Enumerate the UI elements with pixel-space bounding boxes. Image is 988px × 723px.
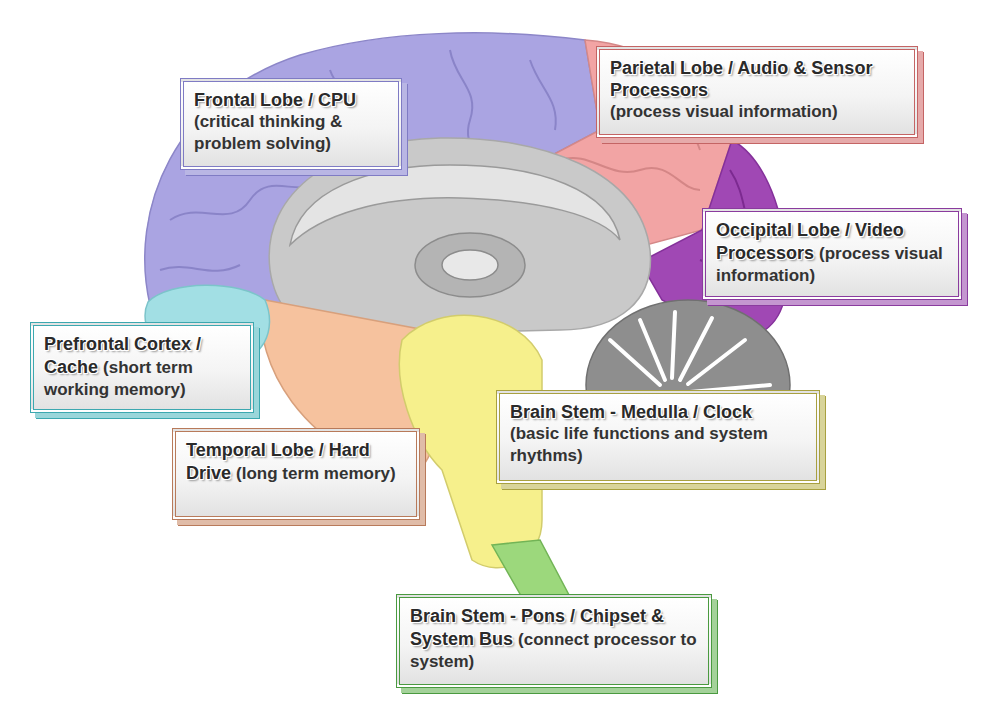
box-heading: Brain Stem - Medulla / Clock [510, 401, 806, 423]
box-description: (process visual information) [610, 102, 838, 121]
box-description: (basic life functions and system rhythms… [510, 424, 768, 465]
gyrus-line [530, 60, 556, 130]
label-box: Temporal Lobe / Hard Drive(long term mem… [172, 428, 420, 520]
box-heading: Parietal Lobe / Audio & Sensor Processor… [610, 57, 904, 101]
box-heading: Frontal Lobe / CPU [194, 89, 388, 111]
label-box: Brain Stem - Pons / Chipset & System Bus… [396, 594, 712, 688]
label-box: Frontal Lobe / CPU(critical thinking & p… [180, 78, 402, 170]
label-box: Parietal Lobe / Audio & Sensor Processor… [596, 46, 918, 138]
box-description: (critical thinking & problem solving) [194, 112, 342, 153]
label-box: Occipital Lobe / Video Processors(proces… [702, 208, 962, 300]
thalamus-core [442, 250, 498, 280]
box-description: (long term memory) [236, 464, 396, 483]
corpus-callosum [290, 165, 620, 245]
gyrus-line [160, 265, 240, 271]
label-box: Brain Stem - Medulla / Clock(basic life … [496, 390, 820, 484]
thalamus [415, 233, 525, 297]
fold-line [672, 312, 675, 378]
fold-line [688, 340, 745, 384]
fold-line [640, 320, 665, 380]
label-box: Prefrontal Cortex / Cache(short term wor… [30, 322, 254, 413]
